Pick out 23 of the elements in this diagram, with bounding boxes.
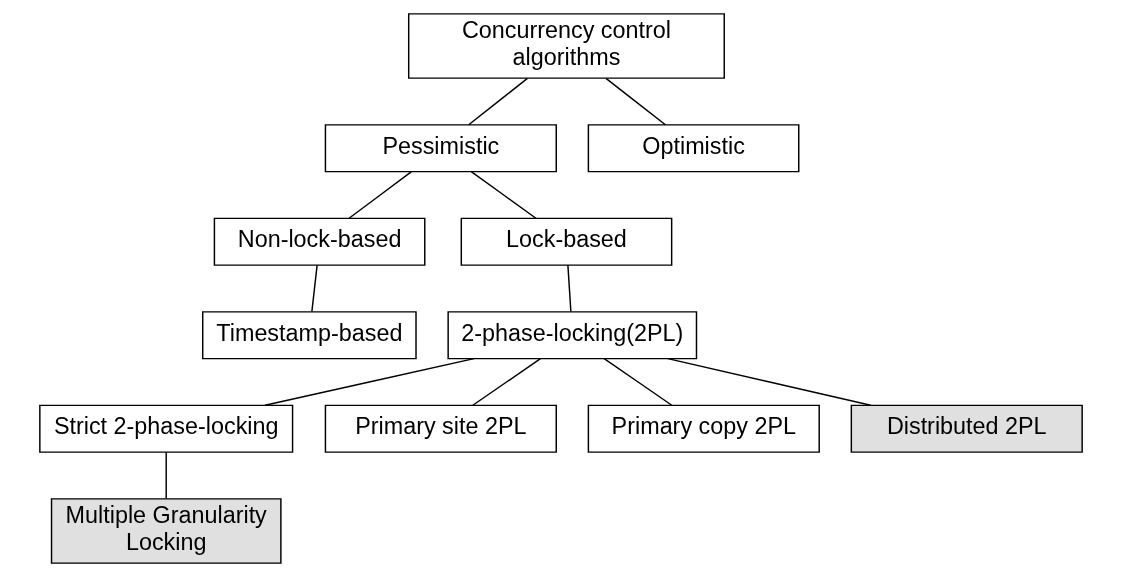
node-box: 2-phase-locking(2PL): [446, 311, 697, 360]
connector: [263, 357, 475, 406]
node-box: Distributed 2PL: [850, 404, 1083, 453]
node-box: Primary site 2PL: [324, 404, 557, 453]
node-box: Primary copy 2PL: [587, 404, 820, 453]
connector: [467, 77, 528, 126]
node-box: Timestamp-based: [201, 311, 417, 360]
connector: [470, 170, 537, 219]
connector: [566, 264, 572, 313]
node-box: Pessimistic: [324, 124, 557, 173]
connector: [602, 357, 673, 406]
connector: [347, 170, 412, 219]
node-box: Strict 2-phase-locking: [38, 404, 293, 453]
connector: [310, 264, 318, 313]
node-box: Multiple Granularity Locking: [50, 498, 282, 564]
node-box: Optimistic: [587, 124, 799, 173]
connector: [165, 451, 167, 500]
connector: [471, 357, 541, 406]
node-box: Non-lock-based: [213, 217, 425, 266]
node-box: Lock-based: [460, 217, 672, 266]
connector: [666, 357, 871, 406]
connector: [604, 77, 666, 126]
node-box: Concurrency control algorithms: [407, 13, 725, 79]
